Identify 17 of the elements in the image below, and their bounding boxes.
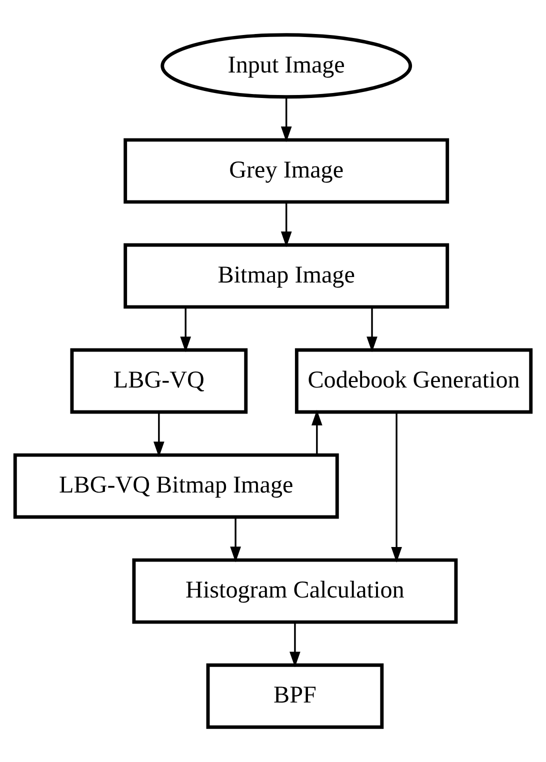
arrow: [153, 412, 164, 458]
arrow: [290, 622, 300, 668]
node-box: BPF: [206, 663, 384, 729]
node-box: Bitmap Image: [124, 243, 450, 309]
arrow: [230, 518, 241, 562]
node-box: LBG-VQ Bitmap Image: [13, 453, 339, 519]
arrow: [311, 410, 322, 455]
arrow: [180, 307, 192, 352]
node-box: LBG-VQ: [70, 348, 248, 414]
node-box: Histogram Calculation: [132, 558, 458, 624]
node-box: Codebook Generation: [294, 348, 533, 414]
arrow: [280, 202, 292, 248]
arrow: [391, 412, 402, 563]
arrow: [280, 97, 292, 142]
node-ellipse: Input Image: [160, 33, 412, 99]
arrow: [366, 307, 378, 352]
node-box: Grey Image: [124, 138, 450, 204]
